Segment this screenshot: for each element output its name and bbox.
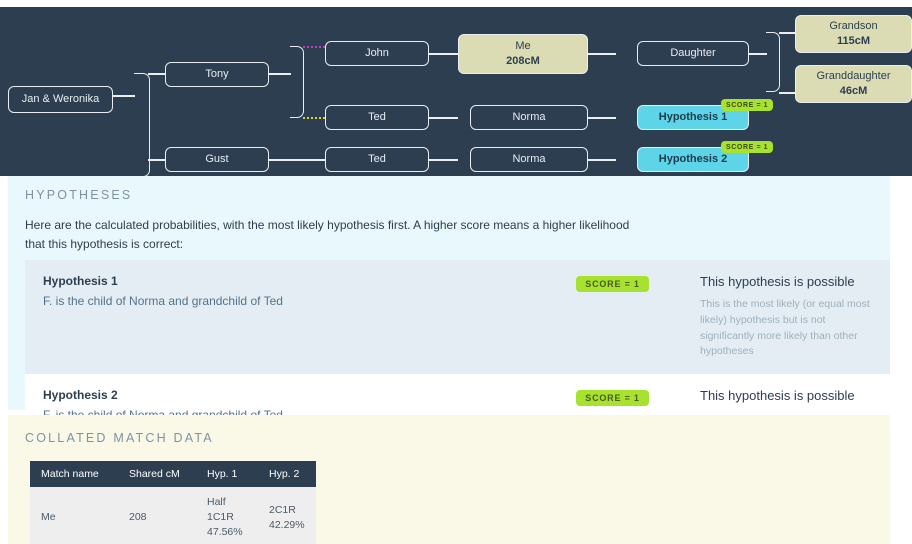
- hypotheses-heading: HYPOTHESES: [25, 188, 133, 202]
- tree-node-label: Daughter: [670, 47, 716, 60]
- column-header-hyp-1: Hyp. 1: [196, 461, 258, 487]
- tree-node-label: Gust: [205, 153, 229, 166]
- tree-node-label: Me: [515, 40, 531, 53]
- tree-node-label: Jan & Weronika: [21, 93, 100, 106]
- tree-node-gust[interactable]: Gust: [165, 147, 269, 172]
- tree-node-daughter[interactable]: Daughter: [637, 41, 749, 66]
- column-header-match-name: Match name: [30, 461, 118, 487]
- tree-node-label: John: [365, 47, 389, 60]
- hypothesis-verdict: This hypothesis is possible: [700, 274, 855, 289]
- collated-match-data-heading: COLLATED MATCH DATA: [25, 431, 214, 445]
- tree-connector-dotted-yellow: [303, 117, 325, 119]
- tree-connector: [429, 53, 458, 55]
- hypothesis-summary: Hypothesis 1 F. is the child of Norma an…: [25, 260, 545, 374]
- hypothesis-title: Hypothesis 2: [43, 388, 118, 402]
- tree-node-granddaughter[interactable]: Granddaughter 46cM: [795, 65, 912, 103]
- hypotheses-list: Hypothesis 1 F. is the child of Norma an…: [25, 260, 890, 436]
- tree-connector: [588, 53, 616, 55]
- tree-node-me[interactable]: Me 208cM: [458, 34, 588, 74]
- cell-match-name: Me: [30, 487, 118, 544]
- tree-node-label: Tony: [205, 68, 229, 81]
- tree-node-shared-cm: 46cM: [839, 85, 868, 97]
- tree-node-norma-2[interactable]: Norma: [470, 147, 588, 172]
- hypotheses-intro: Here are the calculated probabilities, w…: [25, 218, 630, 251]
- collated-match-data-section: COLLATED MATCH DATA Match name Shared cM…: [8, 415, 890, 544]
- tree-node-label: Norma: [512, 153, 546, 166]
- tree-node-norma-1[interactable]: Norma: [470, 105, 588, 130]
- status-badge: SCORE = 1: [576, 390, 649, 406]
- tree-node-jan-weronika[interactable]: Jan & Weronika: [8, 86, 113, 113]
- tree-node-ted-2[interactable]: Ted: [325, 147, 429, 172]
- cell-hyp-2-relationship: 2C1R: [269, 503, 296, 516]
- table-header-row: Match name Shared cM Hyp. 1 Hyp. 2: [30, 461, 316, 487]
- table-row[interactable]: Me 208 Half 1C1R 47.56% 2C1R 42.29%: [30, 487, 316, 544]
- tree-bracket: [766, 32, 780, 92]
- hypothesis-verdict-cell: This hypothesis is possible: [680, 374, 890, 436]
- tree-connector: [429, 159, 458, 161]
- column-header-hyp-2: Hyp. 2: [258, 461, 316, 487]
- hypothesis-verdict: This hypothesis is possible: [700, 388, 855, 403]
- tree-node-tony[interactable]: Tony: [165, 62, 269, 87]
- tree-node-label: Grandson: [829, 20, 878, 33]
- family-tree-panel[interactable]: Jan & Weronika Tony Gust John Ted Ted Me…: [0, 7, 912, 176]
- cell-hyp-1-percent: 47.56%: [207, 526, 243, 539]
- tree-bracket: [134, 73, 150, 176]
- match-data-table: Match name Shared cM Hyp. 1 Hyp. 2 Me 20…: [30, 461, 316, 544]
- tree-node-label: Norma: [512, 111, 546, 124]
- tree-connector: [588, 159, 616, 161]
- cell-shared-cm: 208: [118, 487, 196, 544]
- tree-node-label: Hypothesis 1: [658, 111, 728, 124]
- cell-hyp-1: Half 1C1R 47.56%: [196, 487, 258, 544]
- tree-connector-dotted-magenta: [303, 46, 325, 48]
- tree-connector: [269, 73, 291, 75]
- tree-score-badge-hypothesis-2: SCORE = 1: [721, 141, 774, 153]
- tree-node-label: Ted: [368, 111, 386, 124]
- tree-connector: [148, 73, 166, 75]
- tree-node-shared-cm: 115cM: [836, 35, 871, 47]
- hypothesis-description: F. is the child of Norma and grandchild …: [43, 294, 283, 308]
- tree-connector: [148, 159, 166, 161]
- cell-hyp-1-relationship: Half 1C1R: [207, 496, 234, 524]
- tree-node-label: Granddaughter: [816, 70, 891, 83]
- tree-connector: [779, 92, 795, 94]
- tree-score-badge-hypothesis-1: SCORE = 1: [721, 99, 774, 111]
- tree-connector: [749, 53, 767, 55]
- hypotheses-section: HYPOTHESES Here are the calculated proba…: [8, 176, 890, 436]
- tree-node-grandson[interactable]: Grandson 115cM: [795, 15, 912, 53]
- cell-hyp-2-percent: 42.29%: [269, 518, 305, 531]
- tree-bracket: [290, 46, 304, 118]
- column-header-shared-cm: Shared cM: [118, 461, 196, 487]
- tree-node-ted-1[interactable]: Ted: [325, 105, 429, 130]
- tree-node-label: Hypothesis 2: [658, 153, 728, 166]
- hypothesis-title: Hypothesis 1: [43, 274, 118, 288]
- tree-connector: [269, 159, 328, 161]
- tree-node-hypothesis-2[interactable]: Hypothesis 2: [637, 147, 749, 172]
- tree-node-john[interactable]: John: [325, 41, 429, 66]
- hypothesis-row[interactable]: Hypothesis 1 F. is the child of Norma an…: [25, 260, 890, 374]
- tree-connector: [429, 117, 458, 119]
- tree-node-label: Ted: [368, 153, 386, 166]
- hypothesis-note: This is the most likely (or equal most l…: [700, 298, 870, 358]
- tree-connector: [113, 95, 135, 97]
- cell-hyp-2: 2C1R 42.29%: [258, 487, 316, 544]
- status-badge: SCORE = 1: [576, 276, 649, 292]
- hypothesis-score-cell: SCORE = 1: [545, 374, 680, 436]
- tree-connector: [588, 117, 616, 119]
- tree-node-shared-cm: 208cM: [506, 55, 540, 67]
- hypothesis-score-cell: SCORE = 1: [545, 260, 680, 374]
- tree-connector: [779, 32, 795, 34]
- hypothesis-verdict-cell: This hypothesis is possible This is the …: [680, 260, 890, 374]
